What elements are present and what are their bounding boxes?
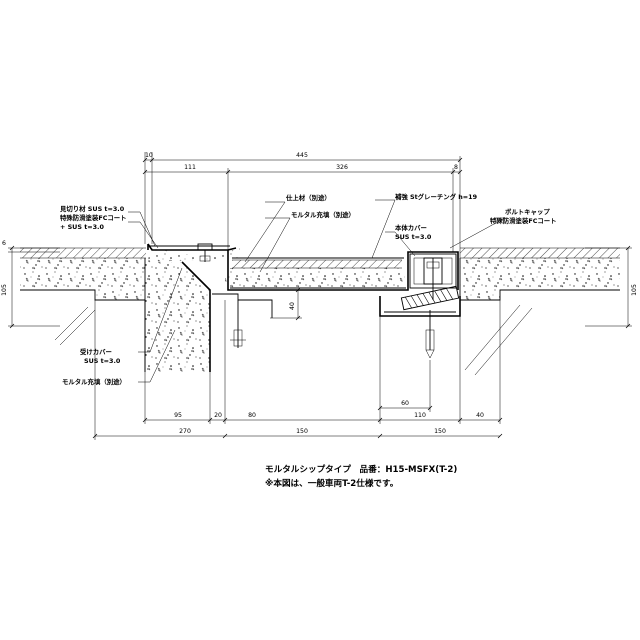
label-main-cover-2: SUS t=3.0: [395, 233, 432, 241]
caption-product: モルタルシップタイプ 品番：H15-MSFX(T-2): [265, 463, 457, 475]
label-support-cover-1: 受けカバー: [80, 347, 112, 356]
fixing-bolt-right: [423, 257, 443, 300]
label-edge-trim-2: 特殊防滑塗装FCコート: [60, 213, 127, 222]
annotation-labels: 見切り材 SUS t=3.0 特殊防滑塗装FCコート + SUS t=3.0 仕…: [59, 192, 557, 386]
break-lines: [54, 304, 533, 376]
dimension-texts: 10 445 111 326 8 6 105 105 40 95 20 80 6…: [1, 152, 638, 435]
finish-layer-center: [232, 259, 402, 269]
dim-bb-270: 270: [179, 428, 191, 435]
label-mortar-bottom: モルタル充填（別途）: [62, 377, 126, 386]
dim-b-60: 60: [401, 400, 409, 407]
dim-top-326: 326: [336, 164, 348, 171]
main-cover-plate: [227, 250, 459, 291]
dim-top-8: 8: [454, 164, 458, 171]
dim-top-10: 10: [145, 152, 153, 159]
label-mortar-top: モルタル充填（別途）: [291, 210, 355, 219]
fixing-bolt-left: [197, 243, 213, 262]
finish-layer-left: [20, 247, 146, 259]
label-main-cover-1: 本体カバー: [395, 223, 427, 232]
dim-left-105: 105: [1, 284, 8, 296]
dim-right-105: 105: [631, 284, 638, 296]
dim-bb-150b: 150: [434, 428, 446, 435]
leader-lines: [128, 199, 506, 383]
dim-b-20: 20: [214, 412, 222, 419]
right-concrete-slab: [459, 258, 620, 301]
dim-b-80: 80: [248, 412, 256, 419]
edge-trim-profile: [147, 243, 237, 251]
mortar-under-cover: [148, 248, 240, 262]
center-mortar-fill: [225, 268, 405, 290]
dim-b-110: 110: [414, 412, 426, 419]
label-grating: 補強 Stグレーチング h=19: [394, 192, 478, 201]
dim-bb-150a: 150: [296, 428, 308, 435]
dim-left-6: 6: [2, 240, 6, 247]
label-edge-trim-1: 見切り材 SUS t=3.0: [59, 204, 125, 213]
left-concrete-slab: [20, 258, 210, 372]
dimension-lines: [8, 152, 632, 440]
spring-bolt-assembly: [400, 285, 460, 311]
label-bolt-cap-1: ボルトキャップ: [505, 207, 550, 216]
dim-b-40: 40: [476, 412, 484, 419]
label-edge-trim-3: + SUS t=3.0: [60, 223, 104, 231]
label-support-cover-2: SUS t=3.0: [84, 357, 121, 365]
dim-top-445: 445: [296, 152, 308, 159]
dim-b-95: 95: [174, 412, 182, 419]
anchor-bolt-center: [425, 310, 435, 359]
caption-note: ※本図は、一般車両T-2仕様です。: [265, 477, 398, 489]
dim-v-40: 40: [289, 302, 296, 310]
drawing-caption: モルタルシップタイプ 品番：H15-MSFX(T-2) ※本図は、一般車両T-2…: [265, 463, 457, 489]
dim-top-111: 111: [184, 164, 196, 171]
label-bolt-cap-2: 特殊防滑塗装FCコート: [490, 216, 557, 225]
finish-layer-right: [460, 247, 620, 259]
label-finish-material: 仕上材（別途）: [285, 193, 331, 202]
anchor-bolt-left: [230, 300, 246, 348]
